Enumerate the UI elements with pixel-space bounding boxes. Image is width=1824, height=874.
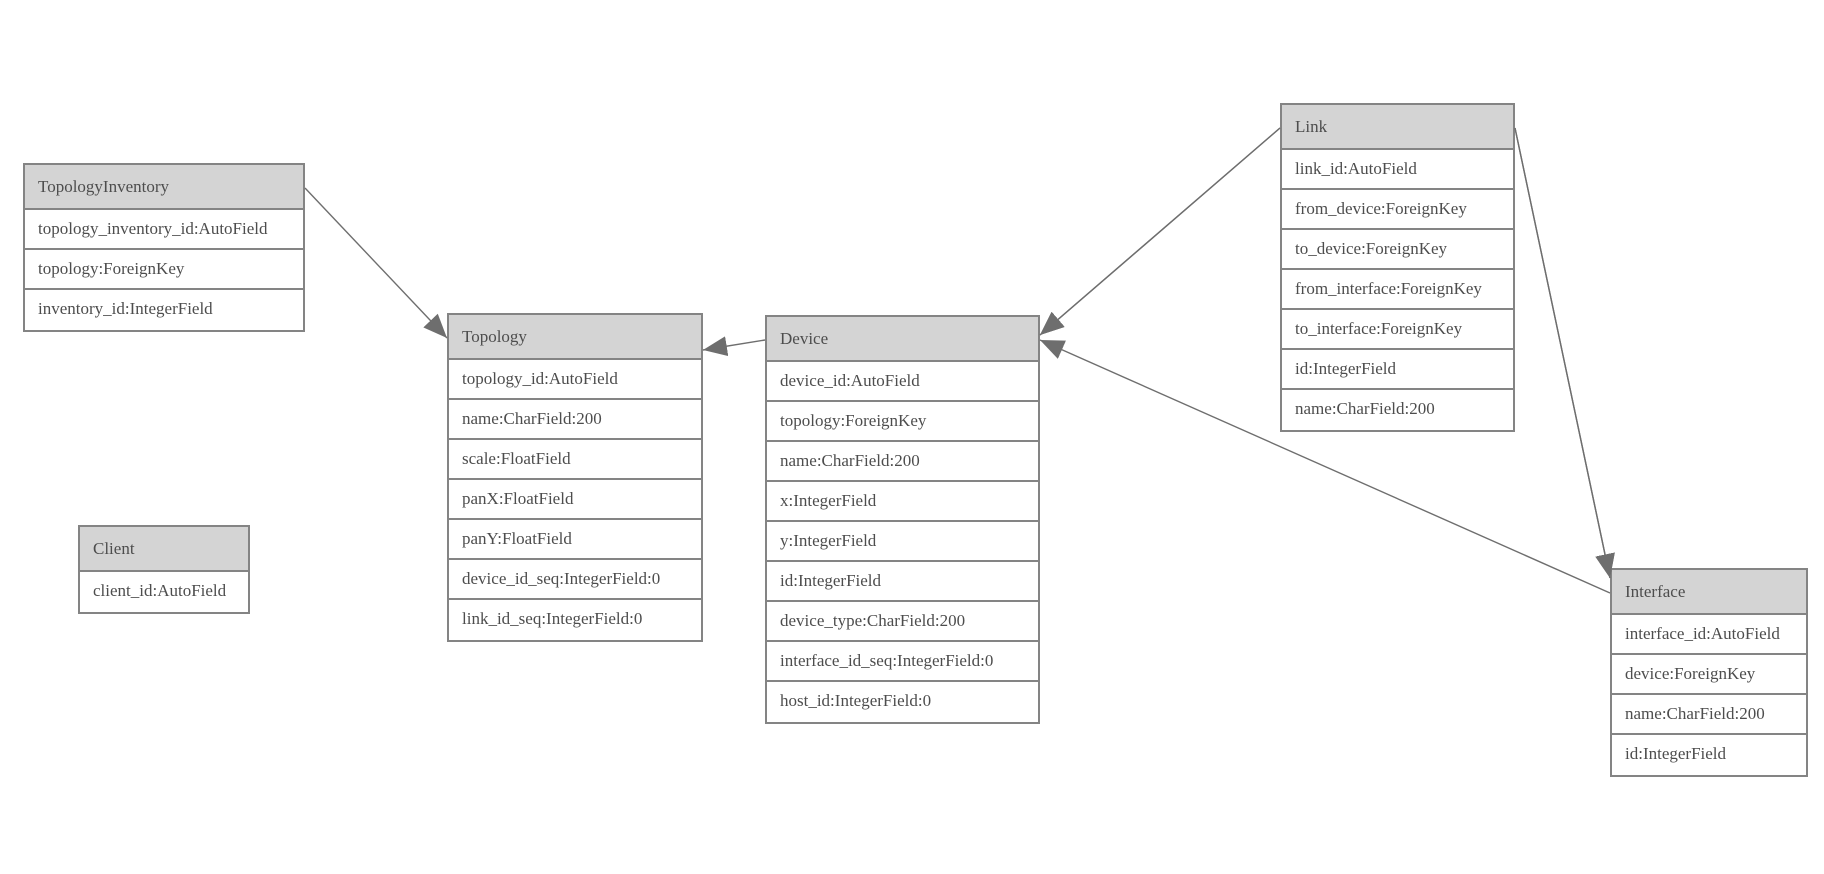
entity-title: Client (80, 527, 248, 572)
entity-field-row: id:IntegerField (1612, 735, 1806, 775)
entity-field-row: id:IntegerField (1282, 350, 1513, 390)
relation-edge-link-to_interface (1514, 127, 1615, 579)
entity-field-row: device:ForeignKey (1612, 655, 1806, 695)
entity-field-row: interface_id_seq:IntegerField:0 (767, 642, 1038, 682)
entity-field-row: panY:FloatField (449, 520, 701, 560)
entity-field-row: name:CharField:200 (1612, 695, 1806, 735)
entity-field-row: host_id:IntegerField:0 (767, 682, 1038, 722)
entity-field-row: interface_id:AutoField (1612, 615, 1806, 655)
entity-field-row: device_id:AutoField (767, 362, 1038, 402)
relation-edge-topologyinventory-topology (304, 187, 448, 339)
entity-field-row: y:IntegerField (767, 522, 1038, 562)
entity-field-row: id:IntegerField (767, 562, 1038, 602)
entity-field-row: x:IntegerField (767, 482, 1038, 522)
entity-field-row: name:CharField:200 (449, 400, 701, 440)
entity-title: Link (1282, 105, 1513, 150)
entity-field-row: from_device:ForeignKey (1282, 190, 1513, 230)
entity-field-row: link_id:AutoField (1282, 150, 1513, 190)
entity-field-row: panX:FloatField (449, 480, 701, 520)
entity-field-row: to_interface:ForeignKey (1282, 310, 1513, 350)
relation-edge-link-from_device (1039, 127, 1281, 336)
entity-field-row: device_type:CharField:200 (767, 602, 1038, 642)
entity-field-row: device_id_seq:IntegerField:0 (449, 560, 701, 600)
entity-field-row: topology:ForeignKey (767, 402, 1038, 442)
entity-field-row: name:CharField:200 (767, 442, 1038, 482)
entity-field-row: topology_id:AutoField (449, 360, 701, 400)
entity-field-row: topology_inventory_id:AutoField (25, 210, 303, 250)
entity-title: Device (767, 317, 1038, 362)
entity-field-row: topology:ForeignKey (25, 250, 303, 290)
relation-edge-device-topology (702, 336, 766, 357)
entity-title: Topology (449, 315, 701, 360)
relation-edge-link-from_interface (1514, 127, 1615, 579)
entity-title: Interface (1612, 570, 1806, 615)
entity-field-row: from_interface:ForeignKey (1282, 270, 1513, 310)
relation-edge-link-to_device (1039, 127, 1281, 336)
entity-field-row: client_id:AutoField (80, 572, 248, 612)
entity-field-row: to_device:ForeignKey (1282, 230, 1513, 270)
entity-field-row: inventory_id:IntegerField (25, 290, 303, 330)
entity-field-row: name:CharField:200 (1282, 390, 1513, 430)
entity-field-row: scale:FloatField (449, 440, 701, 480)
entity-title: TopologyInventory (25, 165, 303, 210)
entity-field-row: link_id_seq:IntegerField:0 (449, 600, 701, 640)
